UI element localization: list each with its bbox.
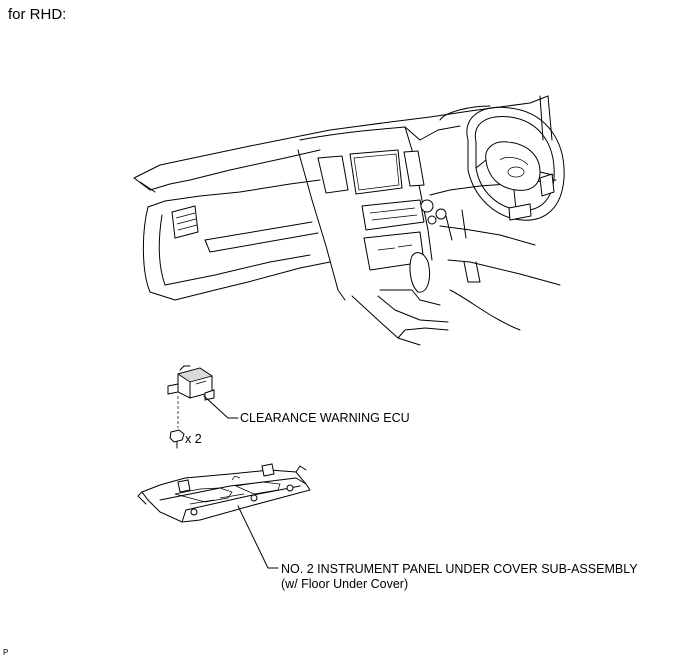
bolt-quantity-label: x 2 (185, 432, 202, 446)
ecu-callout-label: CLEARANCE WARNING ECU (240, 411, 410, 425)
cover-label-line1: NO. 2 INSTRUMENT PANEL UNDER COVER SUB-A… (281, 562, 638, 576)
under-cover-part (137, 463, 311, 523)
cover-label-line2: (w/ Floor Under Cover) (281, 577, 409, 591)
instrument-panel-illustration (133, 95, 565, 346)
bolt-icon (169, 429, 185, 449)
clearance-warning-ecu-part (167, 365, 215, 401)
cover-callout-label: NO. 2 INSTRUMENT PANEL UNDER COVER SUB-A… (281, 562, 638, 592)
figure-heading: for RHD: (8, 6, 67, 23)
cover-leader-line (237, 505, 279, 569)
ecu-leader-line (203, 395, 239, 419)
steering-wheel (466, 106, 565, 221)
figure-code: P (3, 648, 9, 657)
